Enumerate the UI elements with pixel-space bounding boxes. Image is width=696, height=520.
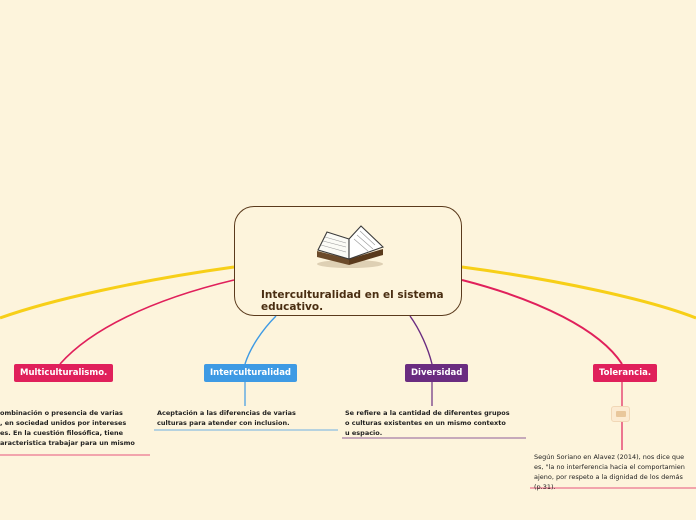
- branch-diversidad: [409, 315, 433, 365]
- central-topic[interactable]: Interculturalidad en el sistema educativ…: [234, 206, 462, 316]
- topic-multiculturalismo[interactable]: Multiculturalismo.: [14, 364, 114, 382]
- open-book-icon: [313, 223, 387, 275]
- branch-tolerancia: [461, 279, 623, 365]
- subtopic-diversidad[interactable]: Se refiere a la cantidad de diferentes g…: [345, 409, 510, 437]
- yellow-branch-left: [0, 265, 235, 320]
- subtopic-tolerancia[interactable]: Según Soriano en Alavez (2014), nos dice…: [534, 453, 685, 491]
- subtopic-multiculturalismo[interactable]: ombinación o presencia de varias , en so…: [0, 409, 135, 447]
- topic-interculturalidad[interactable]: Interculturalidad: [204, 364, 298, 382]
- topic-diversidad[interactable]: Diversidad: [405, 364, 469, 382]
- central-title: Interculturalidad en el sistema educativ…: [261, 289, 444, 313]
- branch-interculturalidad: [244, 315, 277, 365]
- source-link-icon[interactable]: [611, 406, 630, 422]
- branch-multiculturalismo: [59, 279, 235, 365]
- yellow-branch-right: [461, 265, 696, 320]
- subtopic-interculturalidad[interactable]: Aceptación a las diferencias de varias c…: [157, 409, 296, 427]
- topic-tolerancia[interactable]: Tolerancia.: [593, 364, 658, 382]
